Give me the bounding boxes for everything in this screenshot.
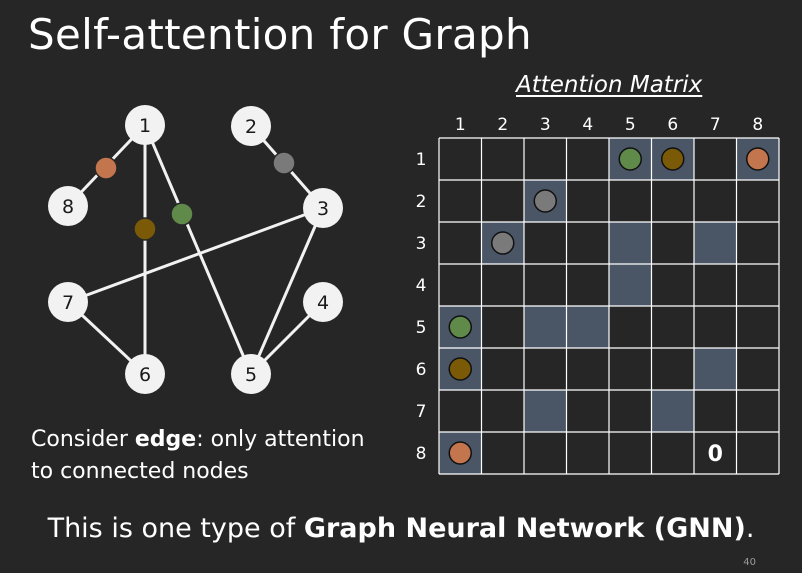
- col-label-7: 7: [710, 115, 721, 135]
- matrix-dots: [448, 147, 770, 465]
- graph-node-label-4: 4: [317, 292, 329, 314]
- graph-node-3: [303, 188, 343, 228]
- graph-node-2: [231, 106, 271, 146]
- graph-node-4: [303, 282, 343, 322]
- matrix-dot-3-2: [491, 231, 515, 255]
- matrix-cell-3-7: [694, 222, 737, 264]
- row-label-8: 8: [416, 444, 427, 464]
- slide-title: Self-attention for Graph: [28, 10, 532, 59]
- edge-3-5: [249, 207, 325, 375]
- graph-node-8: [48, 186, 88, 226]
- edge-marker-gray: [272, 151, 296, 175]
- matrix-cell-5-4: [566, 306, 609, 348]
- matrix-cell-3-5: [609, 222, 652, 264]
- col-label-3: 3: [540, 115, 551, 135]
- matrix-dot-1-6: [661, 147, 685, 171]
- graph-node-6: [125, 354, 165, 394]
- col-label-2: 2: [497, 115, 508, 135]
- matrix-dot-8-1: [448, 441, 472, 465]
- edge-marker-orange: [94, 156, 118, 180]
- edge-markers: [94, 151, 296, 241]
- matrix-labels: 1 2 3 4 5 6 7 8 1 2 3 4 5 6 7 8 0: [416, 115, 764, 467]
- matrix-dot-2-3: [533, 189, 557, 213]
- graph-node-label-6: 6: [139, 364, 151, 386]
- col-label-8: 8: [752, 115, 763, 135]
- attention-matrix: 1 2 3 4 5 6 7 8 1 2 3 4 5 6 7 8 0: [416, 115, 780, 475]
- bottom-note-suffix: .: [745, 513, 755, 544]
- row-label-4: 4: [416, 276, 427, 296]
- caption: Consider edge: only attention to connect…: [31, 424, 365, 488]
- page-number: 40: [743, 557, 756, 568]
- graph-node-label-3: 3: [317, 198, 329, 220]
- matrix-cell-7-3: [524, 390, 567, 432]
- col-label-4: 4: [582, 115, 593, 135]
- graph-node-label-8: 8: [62, 196, 74, 218]
- graph-node-1: [125, 105, 165, 145]
- bottom-note: This is one type of Graph Neural Network…: [0, 513, 802, 544]
- matrix-dot-1-8: [746, 147, 770, 171]
- graph-nodes: 1 2 3 4 5 6 7 8: [48, 105, 343, 394]
- matrix-grid: [438, 137, 780, 475]
- matrix-cell-6-7: [694, 348, 737, 390]
- graph-node-label-5: 5: [245, 364, 257, 386]
- matrix-cell-4-5: [609, 264, 652, 306]
- col-label-1: 1: [455, 115, 466, 135]
- attention-matrix-title: Attention Matrix: [516, 72, 703, 98]
- graph-node-7: [48, 282, 88, 322]
- col-label-5: 5: [625, 115, 636, 135]
- caption-prefix: Consider: [31, 427, 135, 452]
- matrix-dot-1-5: [618, 147, 642, 171]
- edge-marker-brown: [133, 217, 157, 241]
- caption-line-2: to connected nodes: [31, 459, 249, 484]
- bottom-note-prefix: This is one type of: [47, 513, 304, 544]
- edge-3-7: [67, 206, 324, 304]
- row-label-3: 3: [416, 234, 427, 254]
- bottom-note-bold: Graph Neural Network (GNN): [303, 513, 746, 544]
- col-label-6: 6: [667, 115, 678, 135]
- matrix-cell-7-6: [651, 390, 694, 432]
- row-label-1: 1: [416, 150, 427, 170]
- edge-1-5: [143, 124, 253, 375]
- row-label-2: 2: [416, 192, 427, 212]
- caption-line-1: Consider edge: only attention: [31, 424, 365, 456]
- row-label-5: 5: [416, 318, 427, 338]
- caption-bold: edge: [134, 427, 197, 452]
- matrix-dot-6-1: [448, 357, 472, 381]
- matrix-dot-5-1: [448, 315, 472, 339]
- edge-marker-green: [170, 202, 194, 226]
- matrix-zero-label: 0: [708, 442, 723, 467]
- graph-node-label-7: 7: [62, 292, 74, 314]
- graph-node-label-1: 1: [139, 115, 151, 137]
- caption-suffix: : only attention: [196, 427, 365, 452]
- row-label-6: 6: [416, 360, 427, 380]
- row-label-7: 7: [416, 402, 427, 422]
- graph-node-label-2: 2: [245, 116, 257, 138]
- graph-node-5: [231, 354, 271, 394]
- matrix-cell-5-3: [524, 306, 567, 348]
